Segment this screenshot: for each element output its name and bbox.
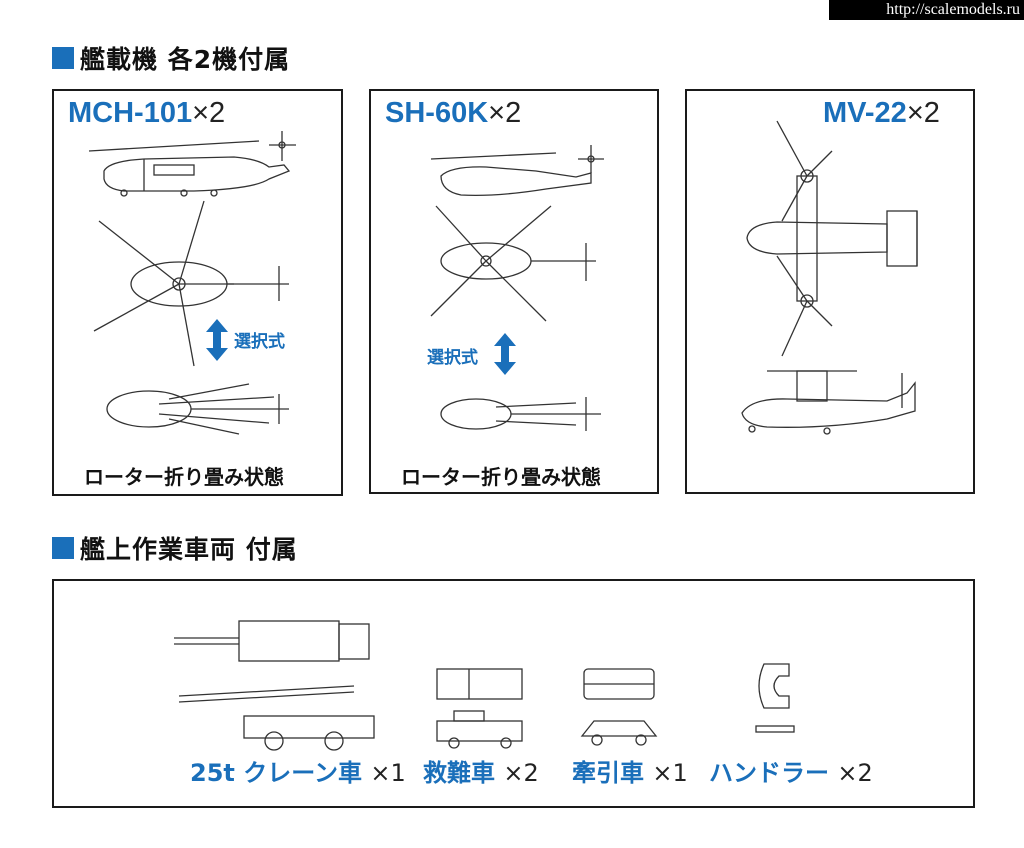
vehicle-qty: ×1 bbox=[652, 759, 688, 787]
double-arrow-icon bbox=[206, 319, 228, 361]
panel-mv22: MV-22×2 bbox=[685, 89, 975, 494]
double-arrow-icon bbox=[494, 333, 516, 375]
model-title: SH-60K×2 bbox=[385, 97, 521, 130]
model-title: MCH-101×2 bbox=[68, 97, 225, 130]
panel-sh60k: SH-60K×2 選択式 ローター折り畳み状態 bbox=[369, 89, 659, 494]
heading-square-icon bbox=[52, 47, 74, 69]
model-qty: ×2 bbox=[488, 97, 522, 129]
model-title: MV-22×2 bbox=[823, 97, 940, 130]
model-qty: ×2 bbox=[192, 97, 226, 129]
heading-text: 艦上作業車両 付属 bbox=[80, 535, 298, 564]
vehicle-name: ハンドラー bbox=[709, 759, 829, 787]
vehicle-name: 救難車 bbox=[423, 759, 495, 787]
tow-tractor-drawing bbox=[580, 668, 658, 746]
model-name: SH-60K bbox=[385, 97, 489, 129]
vehicle-name: 牽引車 bbox=[572, 759, 644, 787]
heading-square-icon bbox=[52, 537, 74, 559]
vehicle-label-handler: ハンドラー ×2 bbox=[709, 753, 873, 788]
vehicle-qty: ×2 bbox=[503, 759, 539, 787]
model-qty: ×2 bbox=[906, 97, 940, 129]
mch101-folded-view bbox=[106, 383, 289, 435]
vehicle-label-tow: 牽引車 ×1 bbox=[572, 753, 688, 788]
model-name: MV-22 bbox=[823, 97, 907, 129]
watermark-url: http://scalemodels.ru bbox=[829, 0, 1024, 20]
sh60k-folded-view bbox=[440, 397, 601, 431]
section-heading-vehicles: 艦上作業車両 付属 bbox=[52, 530, 298, 566]
folded-caption: ローター折り畳み状態 bbox=[84, 465, 284, 489]
vehicle-label-crane: 25t クレーン車 ×1 bbox=[190, 753, 406, 788]
mch101-side-view bbox=[88, 131, 296, 197]
panel-mch101: MCH-101×2 選択式 ローター折り畳み状態 bbox=[52, 89, 343, 496]
crane-truck-drawing bbox=[174, 620, 375, 751]
sh60k-side-view bbox=[430, 145, 604, 197]
model-name: MCH-101 bbox=[68, 97, 193, 129]
handler-drawing bbox=[755, 663, 795, 733]
heading-text: 艦載機 各2機付属 bbox=[80, 45, 291, 74]
folded-caption: ローター折り畳み状態 bbox=[401, 465, 601, 489]
vehicle-qty: ×2 bbox=[837, 759, 873, 787]
selection-label: 選択式 bbox=[234, 332, 285, 352]
mv22-top-view bbox=[746, 120, 918, 357]
mch101-top-view bbox=[93, 200, 289, 367]
vehicle-qty: ×1 bbox=[370, 759, 406, 787]
vehicle-label-rescue: 救難車 ×2 bbox=[423, 753, 539, 788]
panel-vehicles: 25t クレーン車 ×1 救難車 ×2 牽引車 ×1 ハンドラー ×2 bbox=[52, 579, 975, 808]
rescue-vehicle-drawing bbox=[436, 668, 523, 749]
selection-label: 選択式 bbox=[427, 348, 478, 368]
mv22-side-view bbox=[741, 370, 916, 435]
sh60k-top-view bbox=[430, 205, 596, 322]
vehicle-name: 25t クレーン車 bbox=[190, 759, 363, 787]
section-heading-aircraft: 艦載機 各2機付属 bbox=[52, 40, 290, 76]
